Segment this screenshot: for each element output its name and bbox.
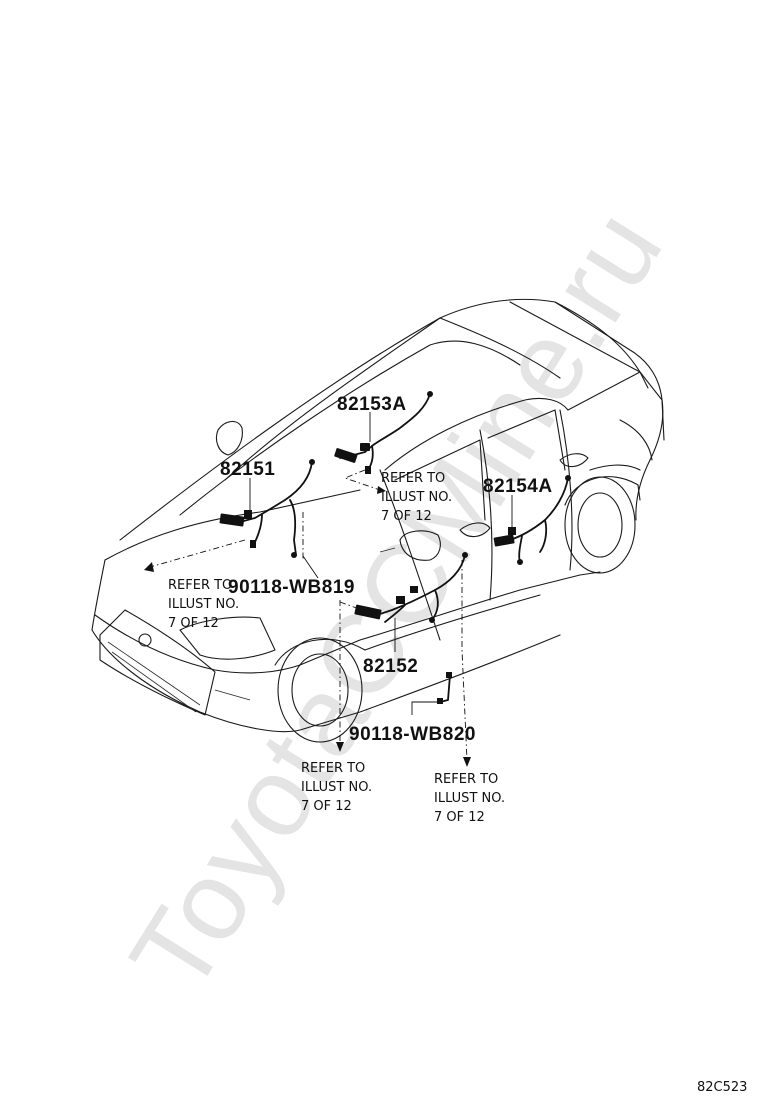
harness-82151 [219,459,315,558]
leader-lines [144,412,513,767]
ref-line: REFER TO [168,578,232,593]
ref-line: ILLUST NO. [434,791,505,806]
diagram-code: 82C523 [697,1080,747,1095]
ref-line: ILLUST NO. [301,780,372,795]
part-90118-WB820 [437,672,452,704]
ref-line: ILLUST NO. [168,597,239,612]
label-82151: 82151 [220,459,275,480]
label-90118-WB820: 90118-WB820 [349,724,476,745]
ref-line: 7 OF 12 [434,810,485,825]
label-82153A: 82153A [337,394,407,415]
ref-line: 7 OF 12 [168,616,219,631]
ref-left: REFER TO ILLUST NO. 7 OF 12 [168,578,239,631]
car-outline [91,298,665,743]
label-90118-WB819: 90118-WB819 [228,577,355,598]
ref-line: REFER TO [381,471,445,486]
ref-bottom-right: REFER TO ILLUST NO. 7 OF 12 [434,772,505,825]
ref-bottom-left: REFER TO ILLUST NO. 7 OF 12 [301,761,372,814]
ref-line: REFER TO [434,772,498,787]
ref-line: REFER TO [301,761,365,776]
part-labels: 82153A 82151 82154A 82152 90118-WB819 90… [220,394,553,745]
harness-82154A [493,475,571,565]
ref-line: 7 OF 12 [301,799,352,814]
ref-right-upper: REFER TO ILLUST NO. 7 OF 12 [381,471,452,524]
ref-line: ILLUST NO. [381,490,452,505]
ref-line: 7 OF 12 [381,509,432,524]
label-82152: 82152 [363,656,418,677]
reference-notes: REFER TO ILLUST NO. 7 OF 12 REFER TO ILL… [168,471,505,825]
harness-82153A [334,391,433,474]
harness-82152 [354,552,468,623]
label-82154A: 82154A [483,476,553,497]
